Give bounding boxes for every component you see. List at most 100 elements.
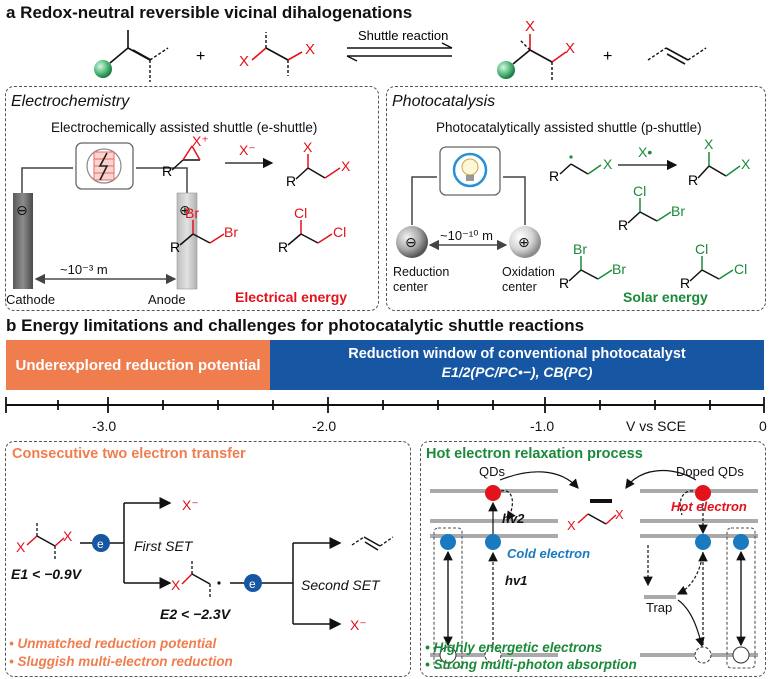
oxidation-center: [509, 226, 541, 258]
r-group: R: [559, 275, 569, 291]
electron-icon: [92, 534, 110, 552]
atom-x: X: [63, 528, 73, 544]
x-plus: X⁺: [192, 133, 209, 149]
r-group: R: [162, 163, 172, 179]
atom-x: X: [603, 156, 613, 172]
two-electron-title: Consecutive two electron transfer: [12, 446, 246, 462]
cold-electron-label: Cold electron: [507, 546, 591, 561]
plus-sign: +: [196, 48, 205, 65]
solar-energy-label: Solar energy: [623, 289, 708, 305]
chloro-bromide: R Cl Br: [618, 183, 685, 233]
atom-x: X: [525, 18, 535, 35]
trap-label: Trap: [646, 600, 673, 615]
vicinal-dihalide: R X X: [286, 139, 351, 189]
r-group: R: [549, 168, 559, 184]
band-subtitle: E1/2(PC/PC•−), CB(PC): [441, 364, 593, 380]
cold-electron-dot: [695, 534, 711, 550]
x-minus: X⁻: [182, 497, 199, 513]
electrochemistry-panel: [5, 86, 379, 311]
dibromide: R Br Br: [170, 205, 238, 255]
dihalide-product: X X: [497, 18, 575, 80]
halonium-ion: R X⁺: [162, 133, 209, 179]
br-label: Br: [671, 203, 685, 219]
bullet-multiphoton: • Strong multi-photon absorption: [425, 657, 637, 672]
br-label: Br: [573, 241, 587, 257]
electrical-energy-label: Electrical energy: [235, 289, 348, 305]
alkene-product: [647, 47, 707, 65]
alkyl-radical: R X: [549, 155, 613, 184]
r-group: R: [680, 275, 690, 291]
electron-label: e: [249, 577, 256, 591]
atom-x: X: [16, 539, 26, 555]
tick-label: -2.0: [312, 418, 337, 434]
tick-label: -3.0: [92, 418, 117, 434]
atom-x: X: [615, 507, 624, 522]
x-radical: X•: [638, 144, 652, 160]
second-set-label: Second SET: [301, 577, 380, 593]
bullet-sluggish: • Sluggish multi-electron reduction: [9, 654, 233, 669]
atom-x: X: [303, 139, 313, 155]
hot-electron-label: Hot electron: [671, 499, 747, 514]
tick-label: -1.0: [530, 418, 555, 434]
tick-label: 0: [759, 418, 767, 434]
atom-x: X: [567, 518, 576, 533]
plus-icon: ⊕: [518, 234, 530, 250]
anode-electrode: [176, 192, 198, 290]
electrochemistry-subtitle: Electrochemically assisted shuttle (e-sh…: [51, 120, 318, 135]
qds-label: QDs: [479, 464, 505, 479]
cl-label: Cl: [734, 261, 747, 277]
atom-x: X: [704, 136, 714, 152]
cold-electron-dot: [440, 534, 456, 550]
r-group: R: [286, 173, 296, 189]
section-b-title: b Energy limitations and challenges for …: [6, 316, 585, 335]
hot-electron-dot: [695, 485, 711, 501]
bullet-energetic: • Highly energetic electrons: [425, 640, 603, 655]
r-group: R: [618, 217, 628, 233]
e1-label: E1 < −0.9V: [11, 566, 82, 582]
two-electron-panel: [5, 441, 411, 677]
photocatalysis-panel: [386, 86, 766, 311]
bullet-unmatched: • Unmatched reduction potential: [9, 636, 217, 651]
first-set-label: First SET: [134, 538, 193, 554]
shuttle-label: Shuttle reaction: [358, 28, 448, 43]
alkene-substrate: [94, 30, 169, 82]
halo-radical: X: [171, 560, 221, 598]
hot-electron-panel: [420, 441, 766, 677]
x-minus: X⁻: [350, 617, 367, 633]
hot-electron-dot: [485, 485, 501, 501]
dibromide-green: R Br Br: [559, 241, 626, 291]
electro-distance: ~10⁻³ m: [60, 262, 108, 277]
dichloride-green: R Cl Cl: [680, 241, 747, 291]
br-label: Br: [185, 205, 199, 221]
dihalide-reagent: X X: [239, 32, 315, 76]
cold-electron-dot: [733, 534, 749, 550]
plus-icon: ⊕: [179, 202, 191, 218]
anode-label: Anode: [148, 292, 186, 307]
minus-icon: ⊖: [16, 202, 28, 218]
equilibrium-arrows: [346, 42, 453, 62]
cathode-label: Cathode: [6, 292, 56, 307]
reduction-center: [396, 226, 428, 258]
atom-x: X: [341, 158, 351, 174]
dihalide-substrate: X X: [16, 522, 73, 560]
x-minus: X⁻: [239, 142, 256, 158]
electron-icon: [244, 574, 262, 592]
atom-x: X: [239, 53, 249, 70]
atom-x: X: [741, 156, 751, 172]
cl-label: Cl: [294, 205, 307, 221]
atom-x: X: [171, 577, 181, 593]
underexplored-band: Underexplored reduction potential: [6, 340, 270, 390]
alkene-release: [351, 536, 394, 551]
section-a-title: a Redox-neutral reversible vicinal dihal…: [6, 3, 413, 22]
hot-electron-title: Hot electron relaxation process: [426, 446, 643, 462]
dihalide-green: R X X: [688, 136, 751, 188]
cold-electron-dot: [485, 534, 501, 550]
axis-unit: V vs SCE: [626, 418, 686, 434]
r-group: R: [278, 239, 288, 255]
central-dihalide: X X: [567, 507, 624, 533]
